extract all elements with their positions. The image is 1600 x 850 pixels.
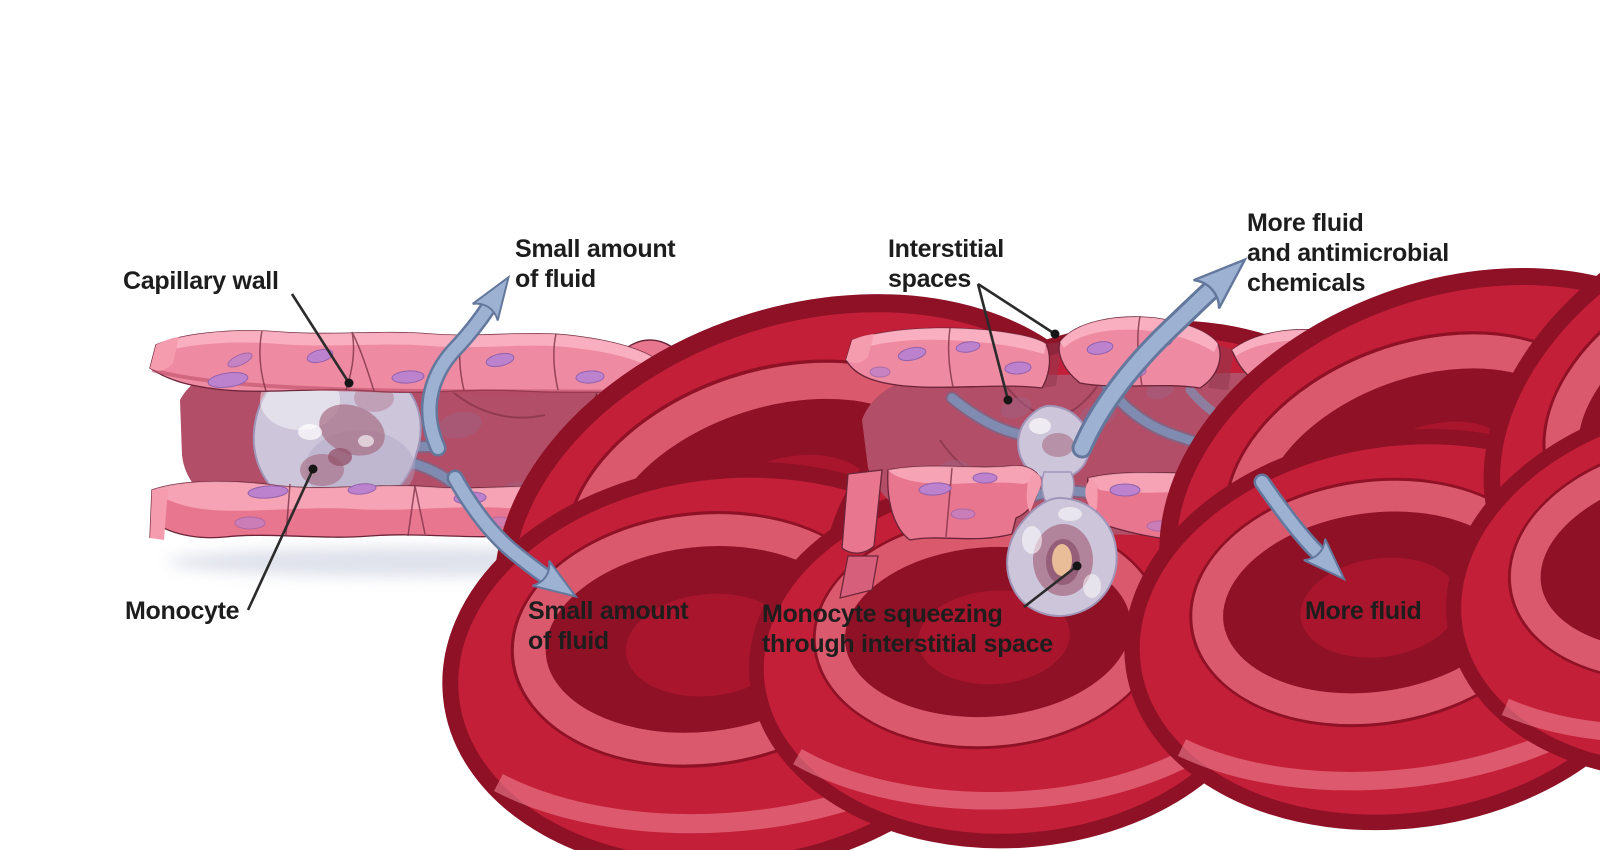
wall-nucleus xyxy=(391,370,425,384)
monocyte-squeezing-cell xyxy=(1006,471,1118,617)
gap-edge-left xyxy=(1026,472,1042,512)
pointer-dot xyxy=(1050,329,1060,339)
wall-nucleus xyxy=(897,346,927,362)
bottom-wall-inner-surface xyxy=(888,465,1040,484)
monocyte-peach-center xyxy=(1052,544,1072,576)
capillary-wall-pointer xyxy=(290,293,351,384)
top-wall-cell-seam xyxy=(553,333,559,391)
monocyte-glint xyxy=(298,424,322,440)
bottom-wall-cell-seam xyxy=(407,485,426,537)
wall-nucleus xyxy=(227,352,253,368)
wall-nucleus xyxy=(950,508,976,520)
fluid-arrow-down xyxy=(1256,476,1347,582)
wall-nucleus xyxy=(306,348,334,364)
wall-nucleus xyxy=(575,370,605,384)
monocyte-glint xyxy=(1022,526,1042,554)
pointer-dot xyxy=(344,378,354,388)
top-wall-cell-seam xyxy=(947,327,954,388)
monocyte-pointer xyxy=(246,468,315,611)
interstitial-pointer-b xyxy=(976,283,1010,401)
pointer-dot xyxy=(1003,395,1013,405)
left-fluid-arrows xyxy=(420,274,579,599)
label-capillary-wall: Capillary wall xyxy=(123,267,279,295)
wall-nucleus xyxy=(207,372,249,388)
label-small-amount-of-fluid-bottom: Small amount of fluid xyxy=(528,597,689,655)
label-interstitial-spaces: Interstitial spaces xyxy=(888,235,1004,293)
wall-nucleus xyxy=(347,483,377,495)
bottom-wall-fragment xyxy=(839,555,879,599)
wall-nucleus xyxy=(972,472,998,484)
interstitial-pointer-a xyxy=(977,282,1056,336)
monocyte-glint xyxy=(358,435,374,447)
backwall-nucleus xyxy=(438,411,482,439)
label-monocyte-squeezing: Monocyte squeezing through interstitial … xyxy=(762,600,1053,658)
label-more-fluid: More fluid xyxy=(1305,597,1422,625)
monocyte-core xyxy=(1042,433,1074,457)
wall-nucleus xyxy=(247,485,289,499)
monocyte-core xyxy=(328,448,352,466)
top-wall-cut-face xyxy=(150,337,179,371)
top-wall-highlight xyxy=(852,328,1046,354)
fluid-arrow-up xyxy=(423,274,511,454)
wall-nucleus xyxy=(485,352,515,368)
top-wall-highlight xyxy=(156,330,660,372)
wall-nucleus xyxy=(1004,361,1032,375)
wall-nucleus xyxy=(918,482,952,496)
label-small-amount-of-fluid-top: Small amount of fluid xyxy=(515,235,676,293)
bottom-wall-cell-seam xyxy=(945,467,953,538)
top-wall-cell-seam xyxy=(259,330,267,392)
monocyte-glint xyxy=(1058,507,1082,521)
top-wall-cut-face xyxy=(846,334,874,364)
pointer-dot xyxy=(1072,561,1082,571)
wall-nucleus xyxy=(955,341,981,353)
wall-nucleus xyxy=(1086,341,1114,355)
fluid-arrow-up-big xyxy=(1074,257,1248,456)
bottom-wall-broken-shard xyxy=(841,469,883,554)
right-fluid-arrows xyxy=(1071,257,1347,582)
right-capillary-illustration xyxy=(839,105,1600,850)
wall-nucleus xyxy=(1109,483,1141,497)
monocyte-glint xyxy=(1029,418,1051,434)
label-monocyte: Monocyte xyxy=(125,597,240,625)
monocyte-glint xyxy=(1083,574,1101,598)
fluid-arrow-down xyxy=(449,472,579,599)
label-pointer-lines xyxy=(246,282,1082,611)
pointer-dot xyxy=(308,464,318,474)
wall-nucleus xyxy=(869,366,891,378)
wall-nucleus xyxy=(234,516,266,530)
gap-edge-right xyxy=(1085,478,1098,518)
monocyte-squeezing-pointer xyxy=(1023,564,1078,609)
bottom-wall-cut-face xyxy=(150,489,168,540)
left-capillary-top-wall xyxy=(149,330,663,396)
label-more-fluid-antimicrobial: More fluid and antimicrobial chemicals xyxy=(1247,209,1449,297)
